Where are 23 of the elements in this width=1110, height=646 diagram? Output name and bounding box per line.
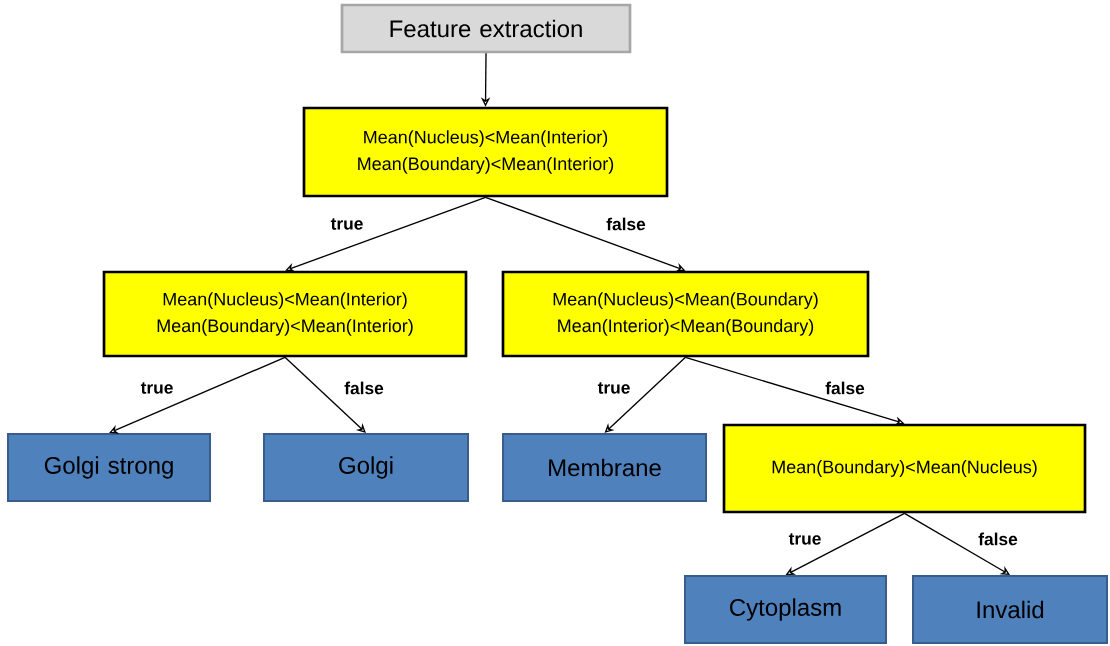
edge-label: true xyxy=(596,380,632,396)
arrow xyxy=(285,196,487,272)
edge-label: false xyxy=(342,380,386,396)
arrow xyxy=(903,512,1010,575)
edge-label: false xyxy=(823,380,867,396)
edge-label: true xyxy=(139,380,175,396)
class-box: Golgi xyxy=(263,433,469,502)
start-box: Feature extraction xyxy=(340,3,632,54)
condition-box: Mean(Nucleus)<Mean(Interior) Mean(Boundary)<Mean(Interior) xyxy=(302,106,669,198)
class-box: Invalid xyxy=(912,575,1108,644)
condition-box: Mean(Boundary)<Mean(Nucleus) xyxy=(722,423,1087,514)
class-box: Cytoplasm xyxy=(684,575,887,644)
condition-box: Mean(Nucleus)<Mean(Boundary) Mean(Interior)<Mean(Boundary) xyxy=(501,270,870,358)
arrow xyxy=(604,356,687,433)
edge-label: true xyxy=(787,531,823,547)
arrow xyxy=(284,356,366,433)
edge-label: false xyxy=(976,531,1020,547)
class-box: Membrane xyxy=(502,433,707,502)
class-box: Golgi strong xyxy=(7,433,211,502)
edge-label: true xyxy=(329,216,365,232)
arrow xyxy=(109,356,286,434)
edge-label: false xyxy=(604,216,648,232)
condition-box: Mean(Nucleus)<Mean(Interior) Mean(Boundary)<Mean(Interior) xyxy=(102,270,468,358)
